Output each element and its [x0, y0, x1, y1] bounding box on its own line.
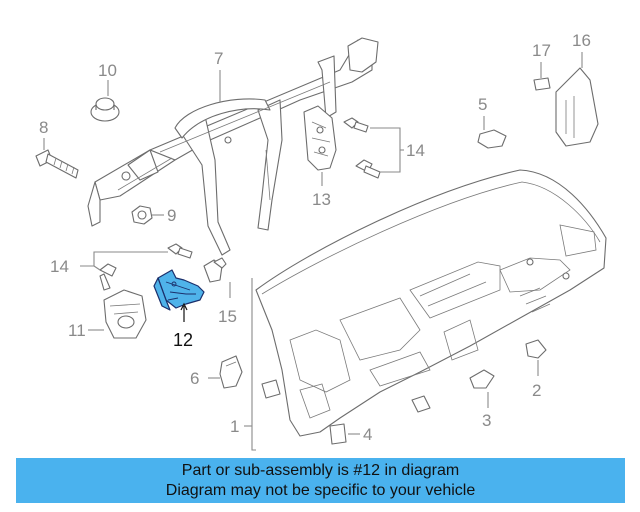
callout-14-upper: 14 [406, 141, 425, 160]
callout-1: 1 [230, 417, 239, 436]
banner-line-2: Diagram may not be specific to your vehi… [165, 482, 476, 499]
part-4-clip[interactable] [329, 423, 347, 445]
part-16-side-cover[interactable] [555, 67, 599, 147]
part-1-instrument-panel[interactable] [255, 169, 607, 437]
callout-10: 10 [98, 61, 117, 80]
callout-8: 8 [39, 118, 48, 137]
callout-16: 16 [572, 31, 591, 50]
part-17-clip[interactable] [533, 77, 551, 91]
info-banner: Part or sub-assembly is #12 in diagram D… [16, 458, 625, 503]
part-12-bracket-highlighted[interactable] [153, 269, 205, 311]
part-13-bracket[interactable] [303, 105, 337, 171]
callout-6: 6 [190, 369, 199, 388]
callout-14-lower: 14 [50, 257, 69, 276]
callout-11: 11 [68, 321, 86, 340]
callout-12: 12 [173, 330, 193, 350]
parts-diagram: 7 8 10 9 13 14 5 [35, 31, 607, 451]
callout-13: 13 [312, 190, 331, 209]
part-14-screws-upper[interactable] [343, 117, 381, 179]
callout-2: 2 [532, 381, 541, 400]
callout-4: 4 [363, 425, 372, 444]
banner-line-1: Part or sub-assembly is #12 in diagram [181, 462, 460, 479]
part-8-bolt[interactable] [35, 149, 79, 179]
part-5-clip[interactable] [477, 129, 507, 149]
callout-17: 17 [532, 41, 551, 60]
part-6-clip[interactable] [219, 355, 243, 389]
callout-15: 15 [218, 307, 237, 326]
part-7-steering-beam[interactable] [87, 37, 379, 256]
part-3-clip[interactable] [469, 369, 495, 389]
callout-5: 5 [478, 95, 487, 114]
callout-9: 9 [167, 206, 176, 225]
part-2-clip[interactable] [525, 339, 547, 359]
callout-3: 3 [482, 411, 491, 430]
part-14-screws-lower[interactable] [99, 243, 193, 291]
part-9-nut[interactable] [131, 205, 153, 225]
clip-near-panel[interactable] [261, 379, 431, 413]
part-11-bracket[interactable] [103, 289, 147, 339]
part-10-clip[interactable] [90, 97, 120, 122]
part-15-bracket[interactable] [203, 257, 227, 283]
callout-7: 7 [214, 49, 223, 68]
